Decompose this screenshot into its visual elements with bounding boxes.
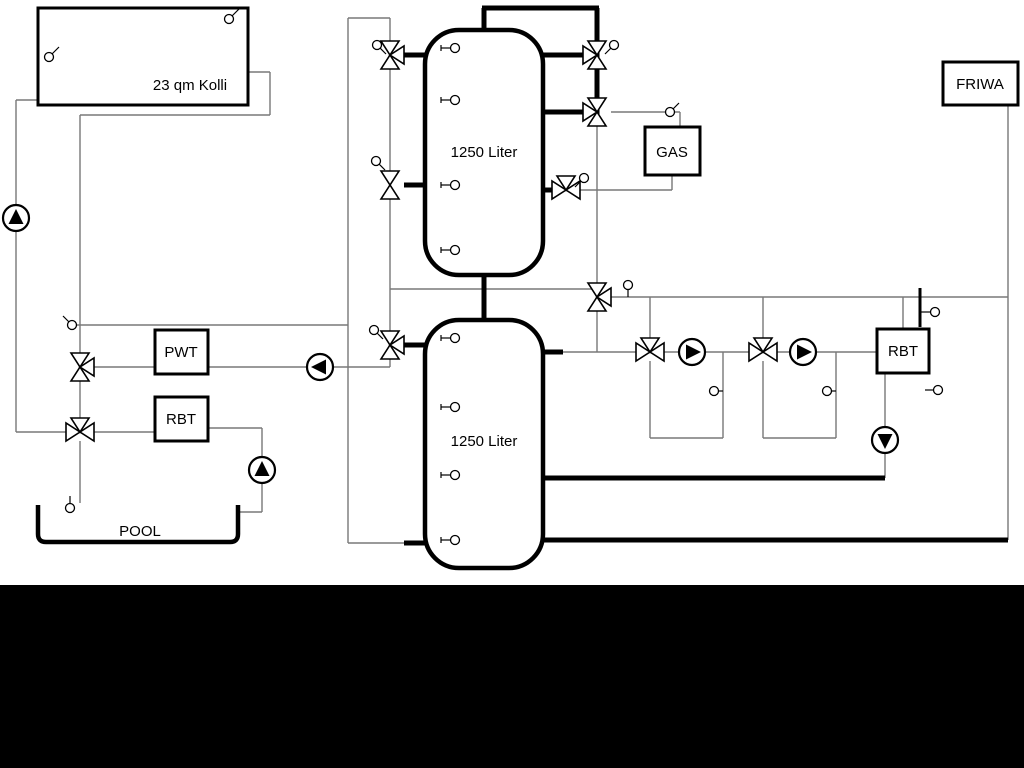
tank2-label: 1250 Liter <box>451 433 518 450</box>
temp-sensor-valve-c-icon <box>368 324 384 340</box>
three-way-valve-circuit2-icon <box>748 337 778 362</box>
pump-solar-icon <box>1 203 31 233</box>
temp-sensor-tank2-4-icon <box>440 534 461 546</box>
temp-sensor-heater-icon <box>920 306 941 318</box>
thin-pipes <box>15 17 1009 544</box>
temp-sensor-tank1-3-icon <box>440 179 461 191</box>
rbt-right-unit: RBT <box>875 327 931 375</box>
pump-circuit1-icon <box>677 337 707 367</box>
gas-label: GAS <box>656 144 688 161</box>
temp-sensor-rbt-right-icon <box>925 384 944 396</box>
rbt-right-label: RBT <box>888 343 918 360</box>
temp-sensor-collector-left-icon <box>43 46 60 63</box>
friwa-label: FRIWA <box>956 76 1004 93</box>
pool: POOL <box>35 505 241 545</box>
three-way-valve-circuit1-icon <box>635 337 665 362</box>
three-way-valve-tank1-top-left-icon <box>380 40 405 70</box>
temp-sensor-circuit1-icon <box>708 385 723 397</box>
gas-boiler: GAS <box>643 125 702 177</box>
temp-sensor-pool-icon <box>64 496 76 514</box>
pwt-heat-exchanger: PWT <box>153 328 210 376</box>
three-way-valve-pwt-icon <box>70 352 95 382</box>
temp-sensor-tank2-1-icon <box>440 332 461 344</box>
temp-sensor-valve-d-icon <box>604 39 620 55</box>
three-way-valve-tank1-top-right-icon <box>582 40 607 70</box>
collector-label: 23 qm Kolli <box>153 77 227 94</box>
temp-sensor-tank1-4-icon <box>440 244 461 256</box>
temp-sensor-tank2-3-icon <box>440 469 461 481</box>
buffer-tank-1: 1250 Liter <box>422 27 546 278</box>
buffer-tank-2: 1250 Liter <box>422 317 546 571</box>
temp-sensor-distribution-icon <box>622 279 634 297</box>
temperature-sensors <box>43 8 944 546</box>
three-way-valve-gas-return-icon <box>551 175 581 200</box>
temp-sensor-valve-a-icon <box>371 39 387 55</box>
temp-sensor-valve-f-icon <box>574 172 590 188</box>
pwt-label: PWT <box>164 344 197 361</box>
pump-rbt-right-icon <box>870 425 900 455</box>
rbt-left-unit: RBT <box>153 395 210 443</box>
pumps <box>1 203 900 485</box>
temp-sensor-valve-b-icon <box>370 155 386 171</box>
temp-sensor-tank2-2-icon <box>440 401 461 413</box>
pump-pwt-icon <box>305 352 335 382</box>
three-way-valve-pool-icon <box>65 417 95 442</box>
rbt-left-label: RBT <box>166 411 196 428</box>
bottom-black-band <box>0 585 1024 768</box>
solar-collector: 23 qm Kolli <box>36 6 250 107</box>
temp-sensor-circuit2-icon <box>821 385 836 397</box>
temp-sensor-collector-top-icon <box>223 8 240 25</box>
tank1-label: 1250 Liter <box>451 144 518 161</box>
three-way-valve-tank2-left-icon <box>380 330 405 360</box>
three-way-valve-distribution-icon <box>587 282 612 312</box>
three-way-valve-tank1-right-icon <box>582 97 607 127</box>
pump-pool-icon <box>247 455 277 485</box>
temp-sensor-tank1-2-icon <box>440 94 461 106</box>
pool-label: POOL <box>119 523 161 540</box>
valve-tank1-mid-left-icon <box>380 170 400 200</box>
friwa-station: FRIWA <box>941 60 1020 107</box>
pump-circuit2-icon <box>788 337 818 367</box>
temp-sensor-solar-line-icon <box>62 315 78 331</box>
temp-sensor-gas-line-icon <box>664 102 680 118</box>
temp-sensor-tank1-1-icon <box>440 42 461 54</box>
